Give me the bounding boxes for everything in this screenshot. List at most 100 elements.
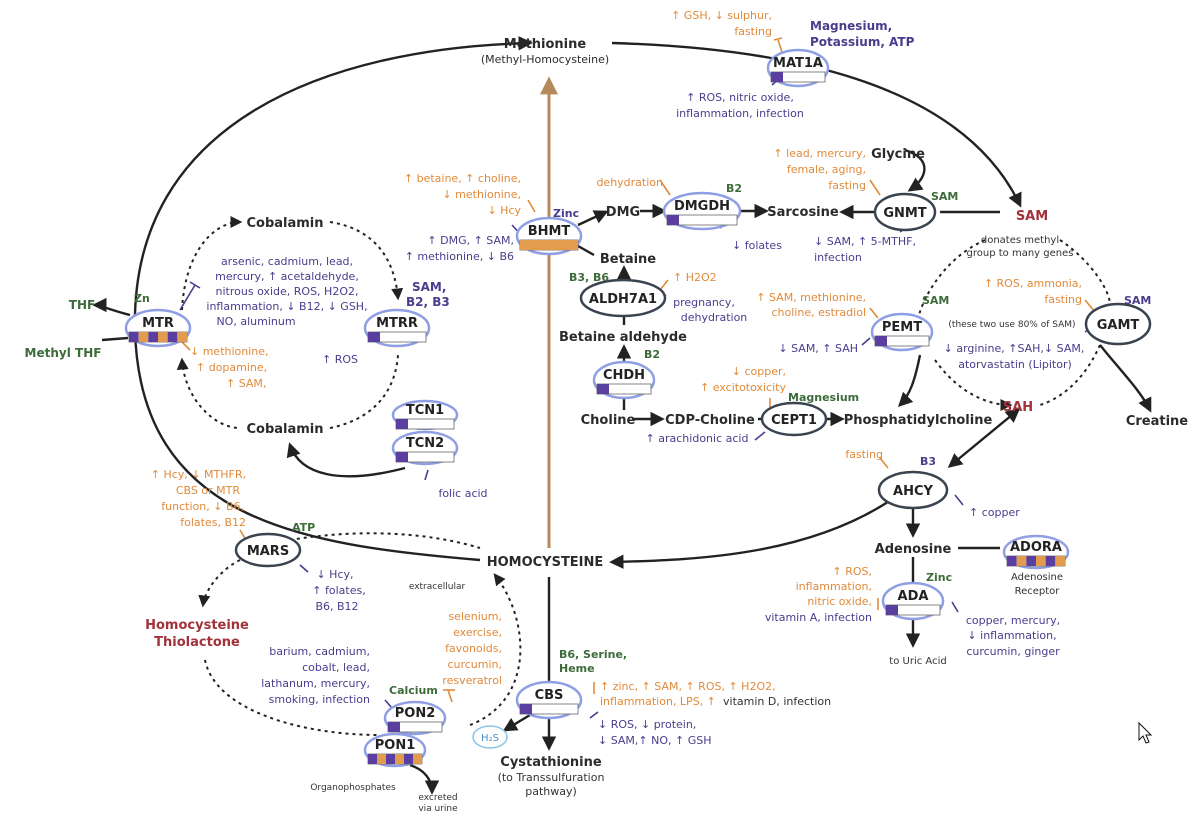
pon2-gene-segment	[388, 722, 400, 732]
mtr-up-1: ↓ methionine,	[190, 345, 269, 358]
mtr-enzyme-node: MTR	[124, 308, 192, 348]
pon-up-5: resveratrol	[442, 674, 502, 687]
thiolactone-line-1: Homocysteine	[145, 618, 249, 633]
pathway-lines	[92, 36, 1152, 795]
pon1-gene-stripe	[395, 754, 404, 764]
dmgdh-gene-segment	[667, 215, 679, 225]
pemt-up-1: ↑ SAM, methionine,	[756, 291, 866, 304]
gnmt-sam-label: SAM	[931, 190, 958, 203]
pon1-enzyme-node: PON1	[363, 732, 427, 768]
mars-up-4: folates, B12	[180, 516, 246, 529]
mtr-gene-stripe	[177, 332, 187, 342]
mtrr-enzyme-node: MTRR	[363, 308, 431, 348]
mat1a-up-1: ↑ GSH, ↓ sulphur,	[671, 9, 772, 22]
modifier-labels: ↑ GSH, ↓ sulphur, fasting ↑ betaine, ↑ c…	[151, 9, 1085, 747]
methyl-thf-label: Methyl THF	[25, 346, 102, 360]
mars-down-2: ↑ folates,	[312, 584, 365, 597]
mars-up-3: function, ↓ B6,	[161, 500, 244, 513]
mtr-enzyme-label: MTR	[142, 316, 174, 331]
gnmt-up-1: ↑ lead, mercury,	[773, 147, 866, 160]
pon1-gene-stripe	[377, 754, 386, 764]
mat1a-cofactor-1: Magnesium,	[810, 19, 892, 33]
gnmt-enzyme-outline	[873, 192, 937, 232]
betaine-label: Betaine	[600, 252, 656, 267]
bhmt-down-1: ↑ DMG, ↑ SAM,	[427, 234, 514, 247]
dmgdh-enzyme-label: DMGDH	[674, 199, 730, 214]
cobalamin-bottom-label: Cobalamin	[246, 422, 323, 437]
pon1-gene-stripe	[404, 754, 413, 764]
aldh7a1-down-2: dehydration	[681, 311, 748, 324]
gnmt-up-3: fasting	[828, 179, 866, 192]
adora-gene-stripe	[1036, 556, 1046, 566]
adora-enzyme-node: ADORA	[1002, 534, 1070, 570]
dotted-cycles	[176, 216, 1111, 736]
cept1-up-2: ↑ excitotoxicity	[700, 381, 786, 394]
pon-down-1: barium, cadmium,	[269, 645, 370, 658]
organophosphates-label: Organophosphates	[310, 783, 396, 793]
glycine-label: Glycine	[871, 147, 925, 162]
pon1-gene-stripe	[386, 754, 395, 764]
ada-up-3: nitric oxide,	[807, 595, 872, 608]
mtr-inhib-3: nitrous oxide, ROS, H2O2,	[216, 285, 359, 298]
ada-down-2: ↓ inflammation,	[967, 629, 1056, 642]
mtr-inhib-4: inflammation, ↓ B12, ↓ GSH,	[206, 300, 367, 313]
ada-down-1: copper, mercury,	[966, 614, 1060, 627]
bhmt-zinc-label: Zinc	[553, 207, 579, 220]
mat1a-enzyme-label: MAT1A	[773, 56, 823, 71]
mtrr-gene-segment	[368, 332, 380, 342]
transsulfuration-line-1: (to Transsulfuration	[498, 771, 605, 784]
ada-enzyme-node: ADA	[881, 581, 945, 621]
mtr-gene-stripe	[148, 332, 158, 342]
mtr-inhib-1: arsenic, cadmium, lead,	[221, 255, 353, 268]
dmgdh-down: ↓ folates	[732, 239, 782, 252]
cbs-down-1: ↓ ROS, ↓ protein,	[598, 718, 696, 731]
phosphatidylcholine-label: Phosphatidylcholine	[844, 413, 993, 428]
mars-down-3: B6, B12	[315, 600, 358, 613]
tcn2-down: folic acid	[438, 487, 487, 500]
ada-enzyme-label: ADA	[898, 589, 929, 604]
mouse-cursor-icon	[1138, 721, 1153, 744]
mars-down-1: ↓ Hcy,	[316, 568, 353, 581]
homocysteine-label: HOMOCYSTEINE	[487, 555, 604, 570]
h2s-bubble: H₂S	[472, 725, 508, 749]
pemt-enzyme-label: PEMT	[882, 320, 922, 335]
pon-up-4: curcumin,	[447, 658, 502, 671]
ada-up-2: inflammation,	[796, 580, 872, 593]
cbs-up-2: inflammation, LPS, ↑	[600, 695, 716, 708]
adenosine-receptor-line-1: Adenosine	[1011, 572, 1063, 583]
mtr-gene-stripe	[167, 332, 178, 342]
dmgdh-up: dehydration	[596, 176, 663, 189]
mars-enzyme-outline	[234, 532, 302, 568]
gamt-down-2: atorvastatin (Lipitor)	[958, 358, 1072, 371]
gamt-enzyme-label: GAMT	[1097, 318, 1140, 333]
aldh7a1-enzyme-node: ALDH7A1	[579, 278, 667, 318]
chdh-gene-segment	[597, 384, 609, 394]
pon2-enzyme-node: PON2	[383, 700, 447, 736]
pemt-down: ↓ SAM, ↑ SAH	[778, 342, 858, 355]
ahcy-b3-label: B3	[920, 455, 936, 468]
tcn1-enzyme-label: TCN1	[406, 403, 444, 418]
pon1-gene-stripe	[413, 754, 422, 764]
mat1a-gene-segment	[771, 72, 783, 82]
cbs-cofactor-2: Heme	[559, 662, 595, 675]
ahcy-up: fasting	[845, 448, 883, 461]
cept1-enzyme-label: CEPT1	[771, 413, 817, 428]
chdh-enzyme-label: CHDH	[603, 368, 645, 383]
gnmt-down-2: infection	[814, 251, 862, 264]
h2s-label: H₂S	[481, 733, 499, 744]
sarcosine-label: Sarcosine	[767, 205, 839, 220]
sam-note-line-2: group to many genes	[967, 248, 1074, 259]
gamt-down-1: ↓ arginine, ↑SAH,↓ SAM,	[944, 342, 1085, 355]
mtrr-cofactor-2: B2, B3	[406, 295, 450, 309]
adora-enzyme-label: ADORA	[1010, 540, 1062, 555]
aldh7a1-cofactor-label: B3, B6	[569, 271, 609, 284]
methyl-homocysteine-label: (Methyl-Homocysteine)	[481, 53, 609, 66]
ada-zinc-label: Zinc	[926, 571, 952, 584]
ada-up-4: vitamin A, infection	[765, 611, 872, 624]
adenosine-label: Adenosine	[875, 542, 952, 557]
mtr-gene-stripe	[158, 332, 168, 342]
cbs-cofactor-1: B6, Serine,	[559, 648, 627, 661]
gamt-up-1: ↑ ROS, ammonia,	[984, 277, 1082, 290]
cept1-down: ↑ arachidonic acid	[646, 432, 749, 445]
